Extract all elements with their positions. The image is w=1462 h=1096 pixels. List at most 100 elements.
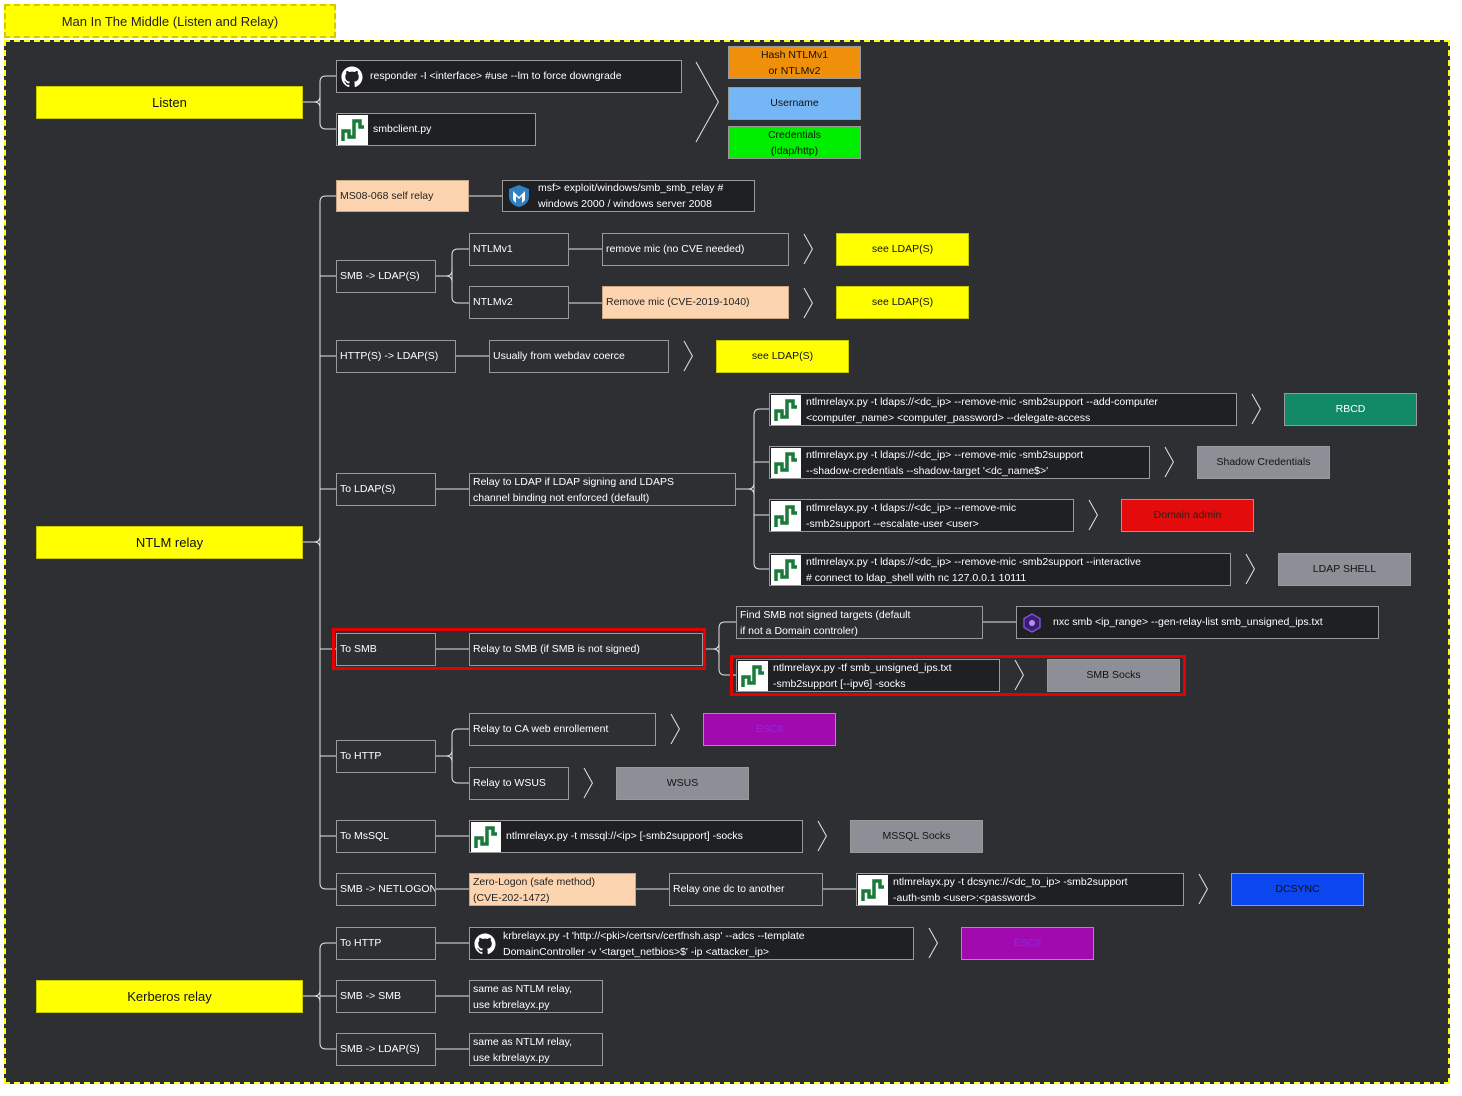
ms08-command[interactable]: msf> exploit/windows/smb_smb_relay # win… [502, 180, 755, 212]
rbcd-command[interactable]: ntlmrelayx.py -t ldaps://<dc_ip> --remov… [769, 393, 1237, 426]
smb-to-netlogon[interactable]: SMB -> NETLOGON [336, 873, 436, 906]
result-shadow-credentials[interactable]: Shadow Credentials [1197, 446, 1330, 479]
responder-command[interactable]: responder -I <interface> #use --lm to fo… [336, 60, 682, 93]
see-ldaps-link-3[interactable]: see LDAP(S) [716, 340, 849, 373]
remove-mic-cve[interactable]: Remove mic (CVE-2019-1040) [602, 286, 789, 319]
to-smb[interactable]: To SMB [336, 633, 436, 666]
to-ldaps-description[interactable]: Relay to LDAP if LDAP signing and LDAPS … [469, 473, 736, 506]
ntlm-connector [319, 195, 336, 203]
to-http-connector [451, 728, 469, 736]
chevron-arrow [928, 927, 938, 959]
dcsync-command[interactable]: ntlmrelayx.py -t dcsync://<dc_to_ip> -sm… [856, 873, 1184, 906]
nxc-command[interactable]: nxc smb <ip_range> --gen-relay-list smb_… [1016, 606, 1379, 639]
result-mssql-socks[interactable]: MSSQL Socks [850, 820, 983, 853]
krb-same-as-ntlm-1[interactable]: same as NTLM relay, use krbrelayx.py [469, 980, 603, 1013]
result-wsus[interactable]: WSUS [616, 767, 749, 800]
map-title: Man In The Middle (Listen and Relay) [4, 4, 336, 38]
relay-dc-to-dc[interactable]: Relay one dc to another [669, 873, 823, 906]
responder-command-text: responder -I <interface> #use --lm to fo… [370, 70, 622, 82]
krbrelayx-command[interactable]: krbrelayx.py -t 'http://<pki>/certsrv/ce… [469, 927, 914, 960]
ms08-068[interactable]: MS08-068 self relay [336, 180, 469, 212]
result-ldap-shell[interactable]: LDAP SHELL [1278, 553, 1411, 586]
listen-connector [303, 95, 321, 103]
to-http[interactable]: To HTTP [336, 740, 436, 773]
ntlm-connector [303, 535, 321, 543]
krb-result-esc8[interactable]: ESC8 [961, 927, 1094, 960]
output-credentials[interactable]: Credentials (ldap/http) [728, 126, 861, 159]
impacket-icon [858, 874, 888, 905]
mssql-command[interactable]: ntlmrelayx.py -t mssql://<ip> [-smb2supp… [469, 820, 803, 853]
to-ldap-connector [747, 488, 755, 496]
ntlmv1[interactable]: NTLMv1 [469, 233, 569, 266]
chevron-arrow [803, 287, 813, 319]
result-dcsync[interactable]: DCSYNC [1231, 873, 1364, 906]
output-username[interactable]: Username [728, 87, 861, 120]
to-http-connector [451, 776, 469, 784]
chevron-arrow [1245, 553, 1255, 585]
krb-to-http[interactable]: To HTTP [336, 927, 436, 960]
krb-same-as-ntlm-2[interactable]: same as NTLM relay, use krbrelayx.py [469, 1033, 603, 1066]
chevron-arrow [1164, 446, 1174, 478]
section-listen[interactable]: Listen [36, 86, 303, 119]
remove-mic[interactable]: remove mic (no CVE needed) [602, 233, 789, 266]
chevron-arrow [583, 767, 593, 799]
github-icon [472, 931, 498, 957]
smbclient-command[interactable]: smbclient.py [336, 113, 536, 146]
highlight-smb-socks [730, 655, 1186, 696]
result-esc8[interactable]: ESC8 [703, 713, 836, 746]
listen-output-chevron [695, 61, 719, 143]
to-ldap-connector [736, 482, 755, 490]
relay-ca-enrollment[interactable]: Relay to CA web enrollement [469, 713, 656, 746]
relay-wsus[interactable]: Relay to WSUS [469, 767, 569, 800]
impacket-icon [338, 114, 368, 145]
section-kerberos-relay[interactable]: Kerberos relay [36, 980, 303, 1013]
ntlm-connector [313, 541, 321, 549]
listen-connector [319, 75, 336, 83]
output-hash[interactable]: Hash NTLMv1 or NTLMv2 [728, 46, 861, 79]
ntlmv2[interactable]: NTLMv2 [469, 286, 569, 319]
ntlm-connector [319, 882, 336, 890]
to-ldap-connector [753, 562, 769, 570]
to-ldap-connector [753, 408, 769, 416]
domain-admin-command[interactable]: ntlmrelayx.py -t ldaps://<dc_ip> --remov… [769, 499, 1074, 532]
krb-smb-to-smb[interactable]: SMB -> SMB [336, 980, 436, 1013]
listen-connector [313, 101, 321, 109]
highlight-to-smb [332, 628, 706, 670]
metasploit-icon [505, 181, 533, 211]
smb-socks-command[interactable]: ntlmrelayx.py -tf smb_unsigned_ips.txt -… [736, 659, 1000, 692]
find-unsigned-smb[interactable]: Find SMB not signed targets (default if … [736, 606, 983, 639]
kerberos-connector [319, 942, 336, 950]
smb-ldap-connector [451, 248, 469, 256]
see-ldaps-link-2[interactable]: see LDAP(S) [836, 286, 969, 319]
relay-smb-connector [718, 668, 736, 676]
kerberos-connector [319, 1042, 336, 1050]
kerberos-connector [303, 989, 321, 997]
chevron-arrow [1088, 499, 1098, 531]
chevron-arrow [1251, 393, 1261, 425]
result-rbcd[interactable]: RBCD [1284, 393, 1417, 426]
chevron-arrow [817, 820, 827, 852]
chevron-arrow [683, 340, 693, 372]
impacket-icon [771, 500, 801, 531]
zerologon[interactable]: Zero-Logon (safe method) (CVE-202-1472) [469, 873, 636, 906]
shadow-credentials-command[interactable]: ntlmrelayx.py -t ldaps://<dc_ip> --remov… [769, 446, 1150, 479]
webdav-coerce[interactable]: Usually from webdav coerce [489, 340, 669, 373]
ldap-shell-command[interactable]: ntlmrelayx.py -t ldaps://<dc_ip> --remov… [769, 553, 1231, 586]
relay-smb-connector [718, 621, 736, 629]
section-ntlm-relay[interactable]: NTLM relay [36, 526, 303, 559]
netexec-icon [1019, 607, 1045, 638]
to-http-connector [445, 755, 453, 763]
result-smb-socks[interactable]: SMB Socks [1047, 659, 1180, 692]
relay-to-smb[interactable]: Relay to SMB (if SMB is not signed) [469, 633, 703, 666]
to-mssql[interactable]: To MsSQL [336, 820, 436, 853]
smb-to-ldap[interactable]: SMB -> LDAP(S) [336, 260, 436, 293]
smb-ldap-connector [436, 269, 453, 277]
krb-smb-to-ldaps[interactable]: SMB -> LDAP(S) [336, 1033, 436, 1066]
kerberos-connector [313, 995, 321, 1003]
see-ldaps-link-1[interactable]: see LDAP(S) [836, 233, 969, 266]
result-domain-admin[interactable]: Domain admin [1121, 499, 1254, 532]
http-to-ldap[interactable]: HTTP(S) -> LDAP(S) [336, 340, 456, 373]
impacket-icon [771, 554, 801, 585]
to-ldaps[interactable]: To LDAP(S) [336, 473, 436, 506]
